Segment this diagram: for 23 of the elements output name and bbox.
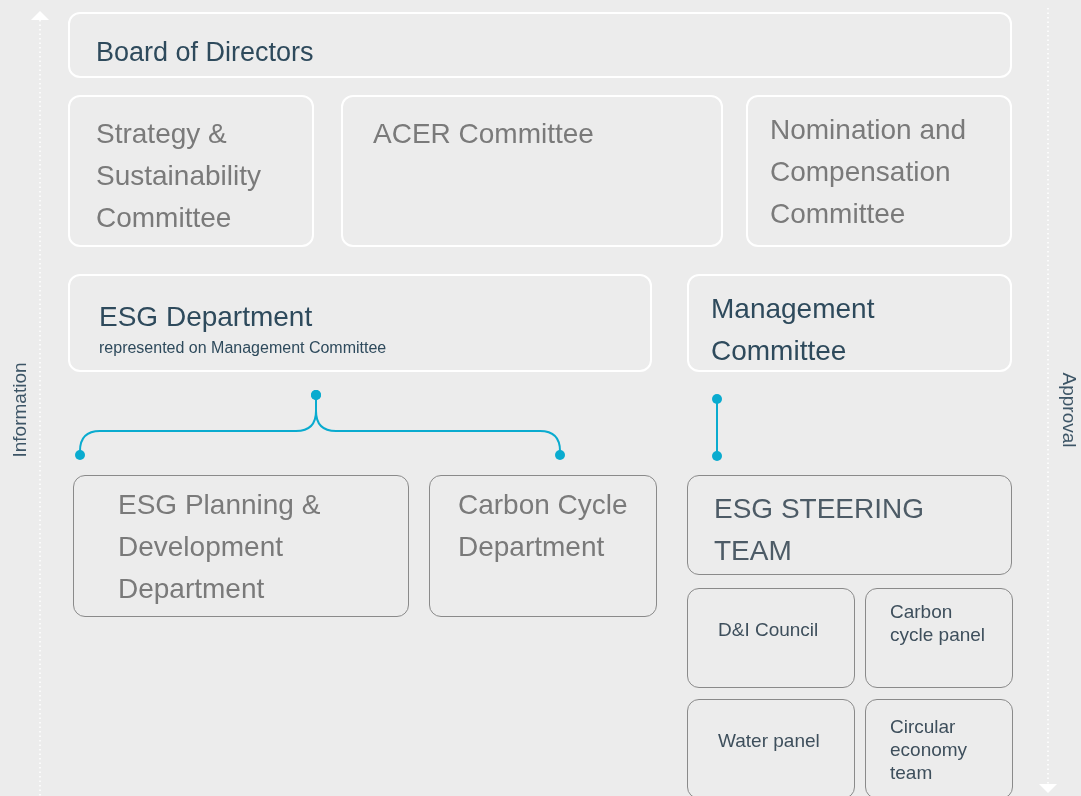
panel-box xyxy=(865,588,1013,688)
node-title: Management Committee xyxy=(711,292,876,368)
department-box xyxy=(73,475,409,617)
connector xyxy=(712,394,722,461)
team-box xyxy=(687,475,1012,575)
node-title: ESG STEERING TEAM xyxy=(714,492,926,568)
node-title: ACER Committee xyxy=(373,117,595,151)
node-title: Water panel xyxy=(718,730,821,753)
node-title: Carbon cycle panel xyxy=(890,601,987,647)
node-title: Carbon Cycle Department xyxy=(458,488,628,564)
node-title: Board of Directors xyxy=(96,36,315,69)
node-title: Circular economy team xyxy=(890,716,969,785)
department-box xyxy=(429,475,657,617)
node-title: ESG Planning & Development Department xyxy=(118,488,322,606)
node-subtitle: represented on Management Committee xyxy=(99,338,388,358)
axis-label: Information xyxy=(8,362,30,458)
node-title: ESG Department xyxy=(99,300,314,334)
node-title: D&I Council xyxy=(718,619,820,642)
council-box xyxy=(687,588,855,688)
connector xyxy=(311,390,565,460)
axis-label: Approval xyxy=(1057,372,1079,448)
node-title: Nomination and Compensation Committee xyxy=(770,113,968,231)
node-title: Strategy & Sustainability Committee xyxy=(96,117,262,235)
